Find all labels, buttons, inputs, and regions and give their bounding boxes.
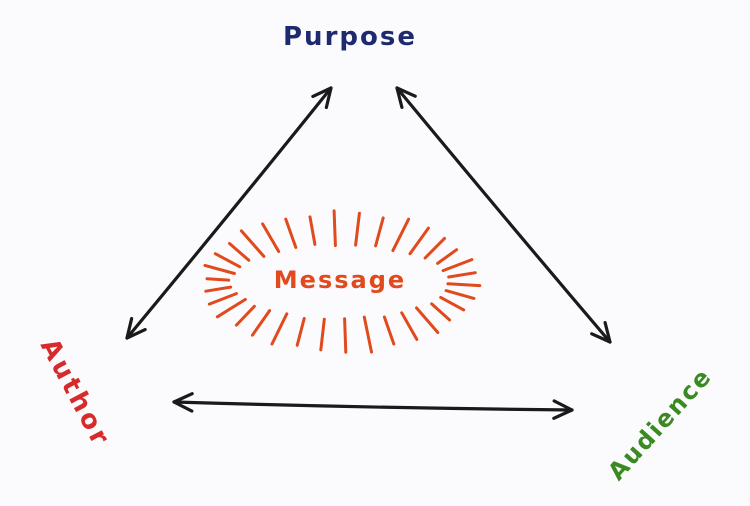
- arrowhead-end: [552, 399, 574, 420]
- message-rays-group: [203, 209, 482, 354]
- message-ray: [354, 211, 361, 247]
- message-ray: [284, 217, 298, 249]
- arrow-shaft: [125, 86, 333, 340]
- message-ray: [205, 277, 231, 282]
- message-ray: [228, 242, 251, 262]
- message-ray: [295, 317, 306, 347]
- arrows-group: [125, 86, 612, 420]
- arrowhead-start: [125, 316, 147, 340]
- message-ray: [447, 271, 477, 279]
- arrow-shaft: [395, 86, 612, 344]
- arrowhead-start: [395, 86, 417, 109]
- message-ray: [343, 317, 348, 354]
- message-ray: [203, 263, 236, 275]
- message-label: Message: [273, 266, 407, 294]
- message-ray: [441, 258, 474, 273]
- message-ray: [213, 252, 242, 269]
- message-ray: [308, 215, 317, 246]
- message-ray: [408, 226, 430, 256]
- message-ray: [332, 209, 337, 248]
- message-ray: [204, 285, 233, 293]
- arrow-author-purpose: [125, 86, 333, 340]
- message-ray: [261, 222, 281, 253]
- message-ray: [415, 306, 440, 334]
- arrowhead-end: [311, 86, 333, 110]
- purpose-label: Purpose: [283, 22, 417, 52]
- message-ray: [207, 292, 238, 306]
- arrowhead-start: [172, 392, 194, 413]
- message-ray: [234, 304, 256, 327]
- message-ray: [446, 282, 482, 288]
- message-ray: [391, 217, 411, 253]
- message-ray: [436, 248, 459, 265]
- arrow-shaft: [172, 400, 574, 412]
- message-ray: [239, 229, 266, 258]
- message-ray: [250, 309, 272, 337]
- message-ray: [430, 302, 452, 322]
- message-ray: [439, 295, 466, 312]
- arrow-purpose-audience: [395, 86, 612, 344]
- message-ray: [319, 317, 326, 352]
- message-ray: [444, 289, 476, 300]
- message-ray: [423, 236, 446, 260]
- message-ray: [400, 311, 419, 341]
- message-ray: [374, 216, 385, 248]
- message-ray: [382, 315, 396, 346]
- message-ray: [270, 312, 289, 346]
- arrow-author-audience: [172, 392, 574, 420]
- message-ray: [215, 297, 247, 319]
- arrowhead-end: [590, 321, 612, 344]
- message-ray: [362, 315, 373, 354]
